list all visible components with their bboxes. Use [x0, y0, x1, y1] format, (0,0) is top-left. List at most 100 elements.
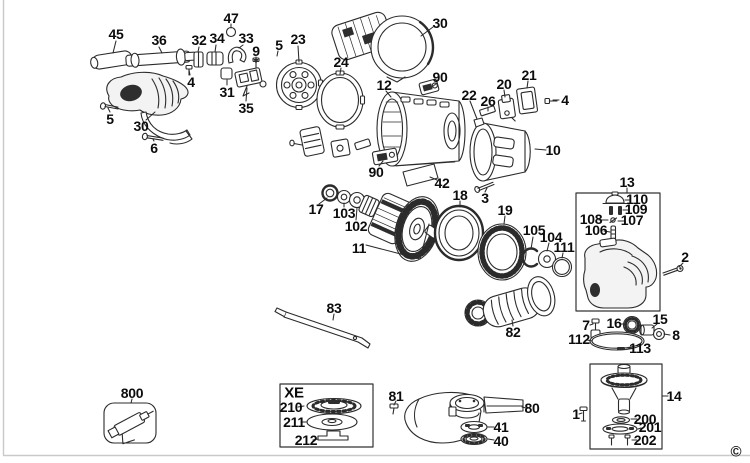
part-label-106: 106: [584, 222, 608, 238]
leader-line-111: [561, 252, 564, 259]
part-label-102: 102: [344, 218, 368, 234]
part-label-200: 200: [633, 411, 657, 427]
part-label-13: 13: [619, 174, 635, 190]
part-113-key: [617, 347, 625, 350]
part-label-800: 800: [120, 385, 144, 401]
part-label-15: 15: [652, 311, 668, 327]
leader-line-34: [214, 44, 217, 53]
leader-line-81: [393, 400, 397, 406]
part-label-23: 23: [290, 31, 306, 47]
part-107-108-detent: [609, 217, 618, 224]
part-40-nut: [460, 432, 488, 446]
part-label-31: 31: [219, 84, 235, 100]
part-label-6: 6: [150, 140, 158, 156]
part-109-pin: [609, 206, 613, 215]
part-1-screw: [579, 406, 588, 422]
part-label-4: 4: [561, 92, 569, 108]
leader-line-102: [355, 207, 358, 221]
leader-line-22: [469, 100, 478, 120]
leader-line-20: [503, 89, 506, 98]
part-label-210: 210: [279, 399, 303, 415]
part-201-flange: [602, 423, 638, 435]
wheel-guard-80: [404, 391, 524, 444]
leader-line-33: [238, 44, 244, 49]
part-label-108: 108: [579, 211, 603, 227]
part-6-screw: [141, 132, 164, 141]
leader-line-45: [112, 40, 117, 54]
side-handle-grip-82: [464, 276, 556, 328]
leader-line-800: [130, 398, 133, 404]
leader-line-19: [503, 215, 506, 225]
leader-line-36: [158, 46, 163, 54]
leader-line-30: [420, 26, 434, 37]
group-box-xe: [279, 383, 374, 448]
part-label-20: 20: [496, 76, 512, 92]
part-2-screw: [662, 264, 684, 276]
leader-line-35: [245, 87, 248, 102]
leader-lines: [107, 23, 684, 441]
part-label-16: 16: [606, 315, 622, 331]
part-33-yoke: [227, 46, 247, 64]
part-label-104: 104: [539, 229, 563, 245]
leader-line-6: [152, 138, 155, 142]
part-label-107: 107: [620, 212, 644, 228]
leader-line-90: [431, 82, 438, 88]
spanner-wrench-83: [274, 307, 371, 349]
leader-line-40: [487, 438, 495, 441]
group-box-14: [589, 363, 663, 450]
part-label-90: 90: [432, 69, 448, 85]
part-label-201: 201: [638, 419, 662, 435]
carbon-brush-top: [418, 78, 440, 96]
leader-line-12: [385, 90, 392, 98]
part-label-81: 81: [388, 388, 404, 404]
leader-line-11: [365, 223, 430, 260]
part-label-90: 90: [368, 164, 384, 180]
part-label-211: 211: [283, 414, 305, 430]
leader-line-106: [603, 230, 611, 233]
leader-line-80: [521, 406, 527, 409]
spindle-gear-assembly-14: [600, 363, 648, 415]
part-label-22: 22: [461, 87, 477, 103]
part-label-2: 2: [681, 249, 689, 265]
leader-line-7: [589, 323, 594, 326]
copyright-symbol: ©: [730, 443, 742, 461]
leader-line-21: [526, 80, 529, 89]
part-20-switch: [497, 94, 516, 122]
leader-line-4: [188, 69, 191, 76]
part-label-XE: XE: [284, 384, 304, 402]
part-4-screw-right: [544, 97, 558, 105]
part-label-5: 5: [106, 111, 114, 127]
leader-line-24: [339, 67, 342, 75]
part-16-ring: [622, 315, 642, 335]
part-111-oring: [551, 256, 573, 278]
part-label-19: 19: [497, 202, 513, 218]
part-label-105: 105: [522, 222, 546, 238]
leader-line-10: [534, 148, 547, 151]
field-case: [469, 122, 531, 182]
motor-housing: [99, 71, 193, 145]
leader-line-42: [429, 176, 438, 181]
part-label-202: 202: [633, 432, 657, 448]
part-31-bushing: [220, 67, 233, 80]
gear-housing-cover: [331, 11, 435, 83]
part-label-47: 47: [223, 10, 239, 26]
part-109-pin-b: [618, 206, 622, 215]
gear-case-group: [583, 191, 658, 309]
label-sticker-42: [402, 163, 439, 187]
leader-line-17: [318, 197, 328, 205]
part-label-8: 8: [672, 327, 680, 343]
part-label-7: 7: [582, 317, 590, 333]
leader-line-8: [663, 333, 671, 336]
part-label-33: 33: [238, 30, 254, 46]
leader-line-105: [530, 236, 534, 250]
part-label-42: 42: [434, 175, 450, 191]
part-104-washer: [537, 249, 557, 269]
part-label-24: 24: [333, 54, 349, 70]
grease-tube-800: [107, 410, 154, 445]
field-motor: [376, 91, 466, 167]
part-label-9: 9: [252, 43, 260, 59]
part-label-12: 12: [376, 77, 392, 93]
part-label-82: 82: [505, 324, 521, 340]
